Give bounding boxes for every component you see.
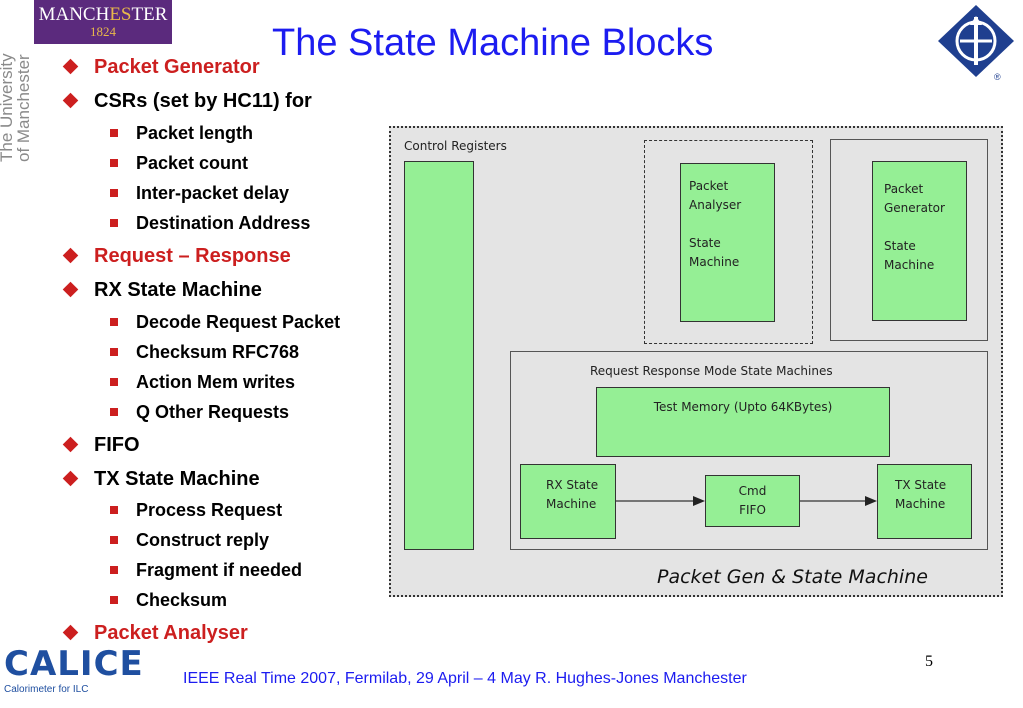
bullet-csrs: CSRs (set by HC11) for	[62, 90, 312, 113]
subbullet-inter-packet-delay: Inter-packet delay	[110, 183, 289, 204]
subbullet-action-mem: Action Mem writes	[110, 372, 295, 393]
subbullet-packet-length: Packet length	[110, 123, 253, 144]
bullet-rx-state-machine: RX State Machine	[62, 279, 262, 302]
diamond-bullet-icon	[62, 281, 79, 298]
subbullet-checksum: Checksum	[110, 590, 227, 611]
square-bullet-icon	[110, 535, 118, 544]
control-registers-block	[404, 161, 474, 550]
subbullet-process-request: Process Request	[110, 500, 282, 521]
diamond-bullet-icon	[62, 58, 79, 75]
cmd-fifo-block: Cmd FIFO	[705, 475, 800, 527]
svg-text:of Manchester: of Manchester	[14, 54, 33, 162]
subbullet-construct-reply: Construct reply	[110, 530, 269, 551]
calice-logo: CALICE Calorimeter for ILC	[4, 644, 144, 695]
diamond-bullet-icon	[62, 247, 79, 264]
request-response-title: Request Response Mode State Machines	[590, 364, 833, 378]
slide-title: The State Machine Blocks	[272, 22, 714, 64]
square-bullet-icon	[110, 347, 118, 356]
bullet-request-response: Request – Response	[62, 245, 291, 268]
subbullet-fragment: Fragment if needed	[110, 560, 302, 581]
footer-text: IEEE Real Time 2007, Fermilab, 29 April …	[183, 670, 747, 687]
subbullet-packet-count: Packet count	[110, 153, 248, 174]
svg-text:®: ®	[994, 72, 1001, 82]
square-bullet-icon	[110, 595, 118, 604]
square-bullet-icon	[110, 317, 118, 326]
subbullet-checksum-rfc: Checksum RFC768	[110, 342, 299, 363]
subbullet-destination-address: Destination Address	[110, 213, 310, 234]
bullet-packet-generator: Packet Generator	[62, 56, 260, 79]
manchester-logo: MANCHESTER 1824	[34, 0, 172, 44]
square-bullet-icon	[110, 158, 118, 167]
diamond-bullet-icon	[62, 624, 79, 641]
page-number: 5	[925, 653, 933, 670]
subbullet-decode-request: Decode Request Packet	[110, 312, 340, 333]
square-bullet-icon	[110, 188, 118, 197]
fifo-to-tx-arrow	[800, 496, 877, 506]
square-bullet-icon	[110, 377, 118, 386]
tx-state-machine-block: TX State Machine	[877, 464, 972, 539]
square-bullet-icon	[110, 565, 118, 574]
ieee-logo-icon: ®	[938, 5, 1014, 82]
square-bullet-icon	[110, 407, 118, 416]
diagram-caption: Packet Gen & State Machine	[657, 566, 928, 588]
control-registers-label: Control Registers	[404, 139, 507, 153]
square-bullet-icon	[110, 505, 118, 514]
bullet-fifo: FIFO	[62, 434, 140, 457]
svg-text:The University: The University	[0, 53, 16, 162]
state-machine-diagram: Control Registers Packet Analyser State …	[389, 126, 1003, 597]
rx-state-machine-block: RX State Machine	[520, 464, 616, 539]
test-memory-block: Test Memory (Upto 64KBytes)	[596, 387, 890, 457]
diamond-bullet-icon	[62, 92, 79, 109]
rx-to-fifo-arrow	[616, 496, 705, 506]
packet-generator-block: Packet Generator State Machine	[872, 161, 967, 321]
diamond-bullet-icon	[62, 470, 79, 487]
packet-analyser-block: Packet Analyser State Machine	[680, 163, 775, 322]
square-bullet-icon	[110, 128, 118, 137]
subbullet-q-other: Q Other Requests	[110, 402, 289, 423]
square-bullet-icon	[110, 218, 118, 227]
bullet-packet-analyser: Packet Analyser	[62, 622, 248, 645]
university-vertical-text: The University of Manchester	[0, 53, 33, 162]
diamond-bullet-icon	[62, 436, 79, 453]
bullet-tx-state-machine: TX State Machine	[62, 468, 260, 491]
